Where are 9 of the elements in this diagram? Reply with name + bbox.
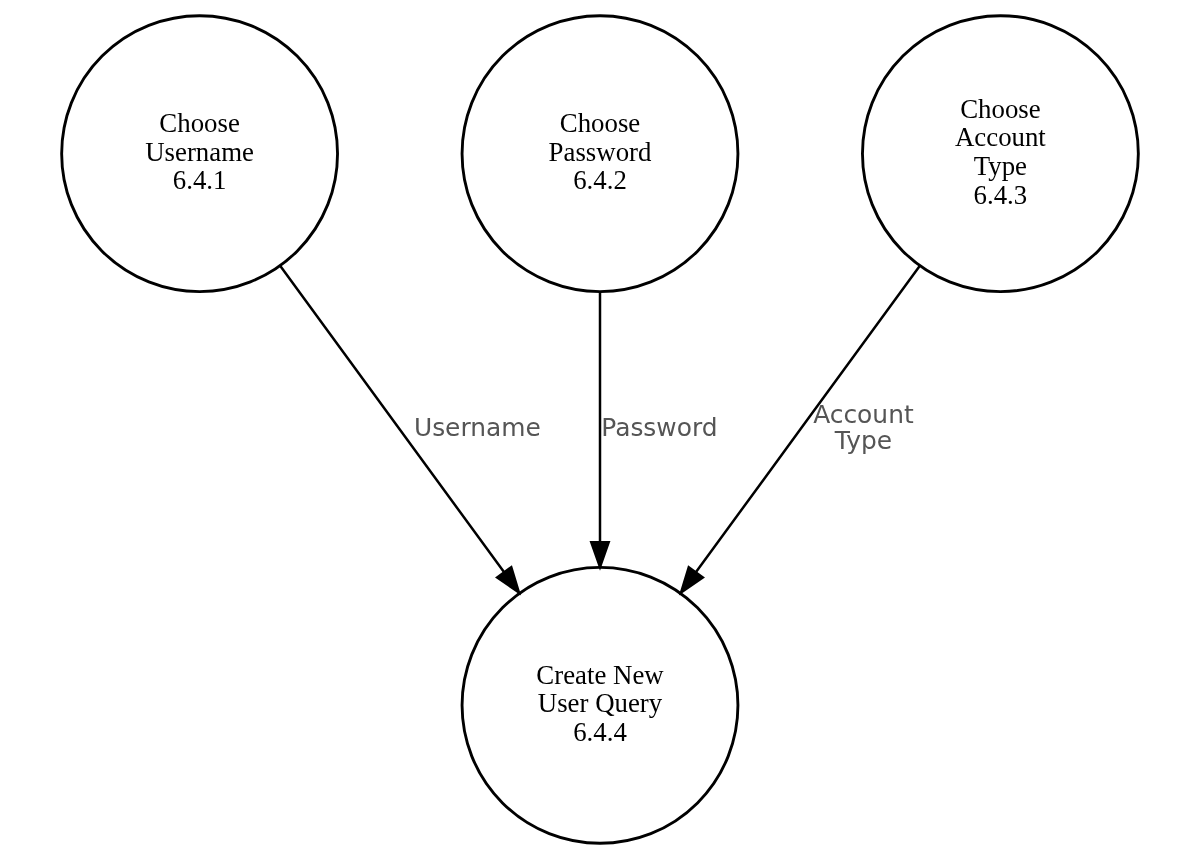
arrow: [589, 291, 610, 571]
edge-label: Account Type: [812, 399, 914, 456]
arrow: [678, 265, 921, 596]
node-circle: Choose Password 6.4.2: [460, 14, 739, 293]
edge-label: Password: [600, 413, 718, 443]
arrow: [278, 265, 521, 596]
node-circle: Choose Username 6.4.1: [59, 14, 339, 293]
node-circle: Choose Account Type 6.4.3: [860, 14, 1140, 293]
edge-label: Username: [413, 413, 541, 443]
